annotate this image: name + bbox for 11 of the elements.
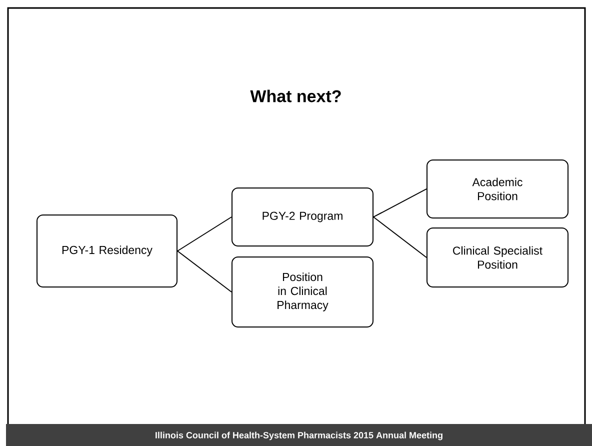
connector-line (373, 188, 427, 218)
process-box: Clinical Specialist Position (426, 227, 568, 288)
process-box: PGY-1 Residency (36, 214, 178, 288)
connector-line (177, 250, 232, 292)
connector-line (373, 216, 427, 258)
process-box: PGY-2 Program (232, 187, 374, 246)
footer-banner: Illinois Council of Health-System Pharmacists 2015 Annual Meeting (6, 424, 592, 446)
process-box: Position in Clinical Pharmacy (232, 256, 374, 328)
process-box: Academic Position (426, 160, 568, 218)
connector-line (177, 216, 232, 252)
title: What next? (250, 90, 341, 102)
